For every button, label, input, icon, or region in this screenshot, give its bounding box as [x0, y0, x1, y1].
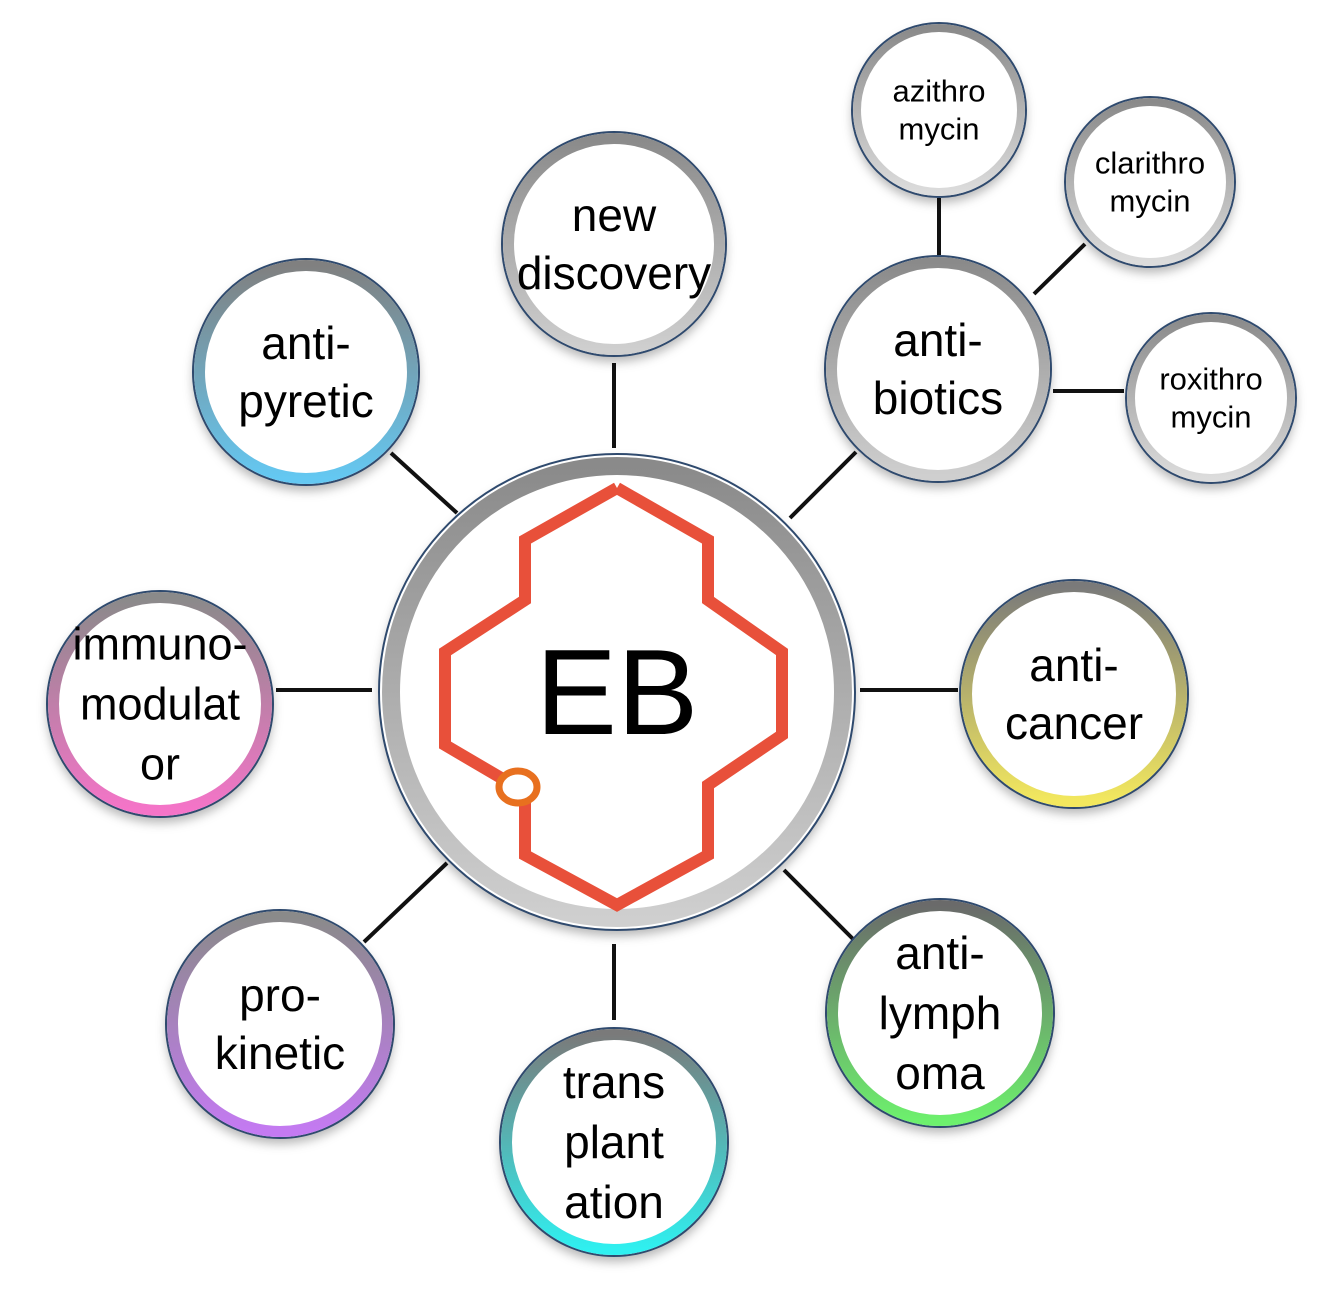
- center-outline: [378, 453, 856, 931]
- node-new-discovery: new discovery: [501, 131, 727, 357]
- center-ring: [382, 457, 852, 927]
- outer-nodes: newdiscoveryanti-bioticsanti-pyreticimmu…: [46, 22, 1297, 1257]
- node-ring: [194, 260, 418, 484]
- node-label-line: clarithro: [1095, 146, 1205, 181]
- node-anti-biotics: anti-biotics: [824, 255, 1052, 483]
- node-label-line: anti-: [1029, 639, 1118, 691]
- node-label-line: mycin: [1171, 400, 1252, 435]
- node-outline: [165, 909, 395, 1139]
- node-ring: [503, 133, 725, 355]
- node-immunomodulator: immuno-modulat or: [46, 590, 274, 818]
- node-ring: [961, 581, 1187, 807]
- node-label-line: azithro: [892, 74, 985, 109]
- node-outline: [499, 1027, 729, 1257]
- node-label-line: anti-: [895, 927, 984, 979]
- node-outline: [959, 579, 1189, 809]
- node-ring: [167, 911, 393, 1137]
- node-ring: [501, 1029, 727, 1255]
- node-label-line: pyretic: [238, 375, 373, 427]
- node-anti-lymphoma: anti-lymph oma: [825, 898, 1055, 1128]
- node-label-line: oma: [895, 1047, 985, 1099]
- node-outline: [1064, 96, 1236, 268]
- connector-lines: [276, 198, 1124, 1020]
- node-ring: [48, 592, 272, 816]
- node-outline: [825, 898, 1055, 1128]
- center-label: EB: [536, 624, 699, 760]
- node-outline: [851, 22, 1027, 198]
- node-label-line: plant: [564, 1116, 664, 1168]
- node-anti-cancer: anti-cancer: [959, 579, 1189, 809]
- node-label-line: pro-: [239, 969, 321, 1021]
- node-label-line: discovery: [517, 247, 711, 299]
- node-outline: [501, 131, 727, 357]
- node-ring: [853, 24, 1025, 196]
- node-label-line: ation: [564, 1176, 664, 1228]
- oxygen-atom-icon: [495, 767, 541, 807]
- connector-line: [389, 451, 459, 515]
- connector-line: [788, 450, 858, 520]
- node-pro-kinetic: pro-kinetic: [165, 909, 395, 1139]
- node-ring: [826, 257, 1050, 481]
- node-label-line: roxithro: [1159, 362, 1262, 397]
- node-label-line: mycin: [899, 112, 980, 147]
- macrolide-ring-icon: [439, 482, 788, 912]
- node-anti-pyretic: anti-pyretic: [192, 258, 420, 486]
- node-label-line: trans: [563, 1056, 665, 1108]
- node-label-line: cancer: [1005, 697, 1143, 749]
- node-label-line: modulat: [80, 679, 241, 730]
- node-label-line: anti-: [261, 317, 350, 369]
- connector-line: [362, 861, 449, 944]
- connector-line: [1032, 242, 1087, 296]
- node-outline: [824, 255, 1052, 483]
- node-ring: [827, 900, 1053, 1126]
- node-label-line: mycin: [1110, 184, 1191, 219]
- node-outline: [192, 258, 420, 486]
- center-node: EB: [378, 453, 856, 931]
- node-label-line: kinetic: [215, 1027, 345, 1079]
- node-transplantation: trans plant ation: [499, 1027, 729, 1257]
- node-outline: [1125, 312, 1297, 484]
- node-ring: [1066, 98, 1234, 266]
- node-ring: [1127, 314, 1295, 482]
- node-label-line: immuno-: [72, 619, 247, 670]
- node-label-line: anti-: [893, 314, 982, 366]
- node-label-line: biotics: [873, 372, 1003, 424]
- node-label-line: or: [140, 739, 180, 790]
- node-outline: [46, 590, 274, 818]
- connector-line: [782, 868, 856, 942]
- node-label-line: lymph: [879, 987, 1002, 1039]
- node-label-line: new: [572, 189, 657, 241]
